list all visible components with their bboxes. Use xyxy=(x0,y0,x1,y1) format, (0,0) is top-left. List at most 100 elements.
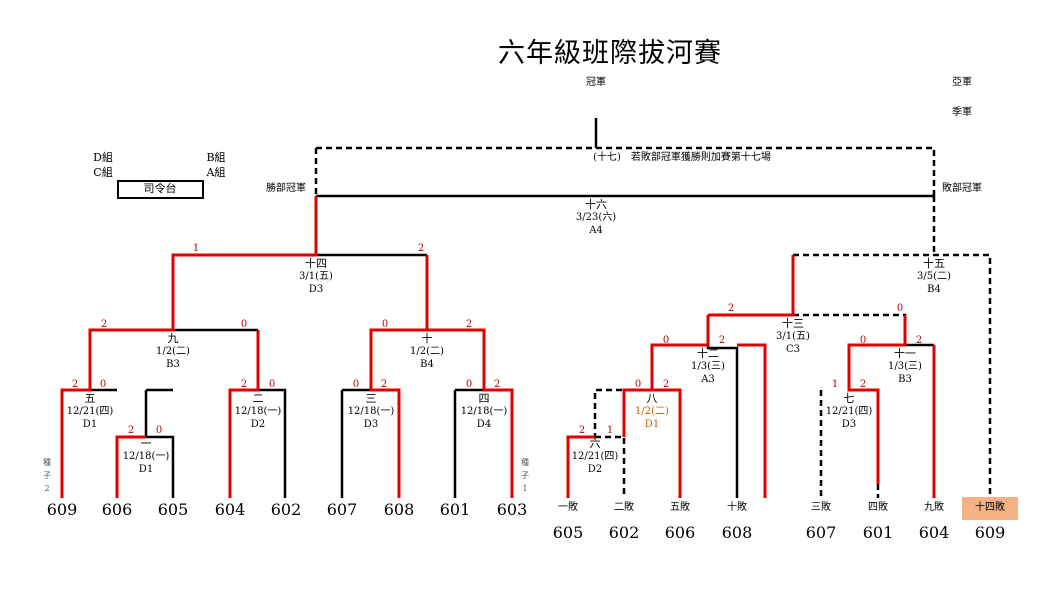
match-m16-date: 3/23(六) xyxy=(575,212,617,223)
team-slot-2: 606 xyxy=(101,500,133,519)
match-m11-date: 1/3(三) xyxy=(888,361,922,372)
match-m3-court: D3 xyxy=(363,419,379,430)
page-title: 六年級班際拔河賽 xyxy=(498,38,722,69)
match-m14-date: 3/1(五) xyxy=(299,271,333,282)
score-m12-left: 0 xyxy=(662,335,670,346)
match-m4-date: 12/18(一) xyxy=(460,406,508,417)
match-m6-court: D2 xyxy=(587,464,603,475)
bracket-dashed-lines xyxy=(314,146,992,498)
match-m11-name: 十一 xyxy=(894,347,916,360)
match-m12-name: 十二 xyxy=(697,347,719,360)
score-m1-left: 2 xyxy=(127,425,135,436)
match-m10-name: 十 xyxy=(421,332,433,345)
loser-slot-1: 一敗 xyxy=(558,502,578,513)
champion-label: 冠軍 xyxy=(586,77,606,88)
match-m10-date: 1/2(二) xyxy=(410,346,444,357)
loser-team-5: 607 xyxy=(805,523,837,542)
score-m4-left: 0 xyxy=(465,379,473,390)
score-m11-right: 2 xyxy=(915,335,923,346)
match-m5-date: 12/21(四) xyxy=(66,406,114,417)
score-m9-left: 2 xyxy=(100,319,108,330)
podium-box xyxy=(117,180,204,199)
match-m15-name: 十五 xyxy=(923,257,945,270)
match-m8-name: 八 xyxy=(646,392,658,405)
match-m1-name: 一 xyxy=(140,437,152,450)
score-m1-right: 0 xyxy=(155,425,163,436)
c-group-label: C組 xyxy=(93,166,113,179)
loser-slot-6: 四敗 xyxy=(868,502,888,513)
match-m2-court: D2 xyxy=(250,419,266,430)
seed-right-label: 種子1 xyxy=(521,458,529,493)
match-m3-date: 12/18(一) xyxy=(347,406,395,417)
loser-slot-8: 十四敗 xyxy=(975,502,1005,513)
loser-team-2: 602 xyxy=(608,523,640,542)
match-m2-name: 二 xyxy=(252,392,264,405)
team-slot-3: 605 xyxy=(157,500,189,519)
match-m4-court: D4 xyxy=(476,419,492,430)
match-m6-name: 六 xyxy=(589,437,601,450)
match-m9-date: 1/2(二) xyxy=(156,346,190,357)
match-m7-court: D3 xyxy=(841,419,857,430)
team-slot-9: 603 xyxy=(496,500,528,519)
loser-team-6: 601 xyxy=(862,523,894,542)
score-m14-right: 2 xyxy=(417,243,425,254)
score-m4-right: 2 xyxy=(493,379,501,390)
match-m7-name: 七 xyxy=(843,392,855,405)
team-slot-4: 604 xyxy=(214,500,246,519)
match-m8-court: D1 xyxy=(644,419,660,430)
match-m2-date: 12/18(一) xyxy=(234,406,282,417)
match-m7-date: 12/21(四) xyxy=(825,406,873,417)
team-slot-8: 601 xyxy=(439,500,471,519)
match-m14-name: 十四 xyxy=(305,257,327,270)
score-m9-right: 0 xyxy=(240,319,248,330)
loser-slot-2: 二敗 xyxy=(614,502,634,513)
match-m15-court: B4 xyxy=(927,284,941,295)
match-m5-name: 五 xyxy=(84,392,96,405)
match-m10-court: B4 xyxy=(420,359,434,370)
score-m3-right: 2 xyxy=(380,379,388,390)
score-m14-left: 1 xyxy=(192,243,200,254)
b-group-label: B組 xyxy=(206,151,226,164)
extra-game-note: (十七) 若敗部冠軍獲勝則加賽第十七場 xyxy=(593,152,771,163)
score-m13-right: 0 xyxy=(896,303,904,314)
winners-final-label: 勝部冠軍 xyxy=(266,183,306,194)
loser-slot-5: 三敗 xyxy=(811,502,831,513)
team-slot-6: 607 xyxy=(326,500,358,519)
score-m12-right: 2 xyxy=(718,335,726,346)
match-m16-court: A4 xyxy=(589,225,603,236)
score-m6-right: 1 xyxy=(606,425,614,436)
third-place-label: 季軍 xyxy=(952,107,972,118)
score-m2-right: 0 xyxy=(268,379,276,390)
match-m13-name: 十三 xyxy=(782,317,804,330)
score-m5-left: 2 xyxy=(71,379,79,390)
match-m12-date: 1/3(三) xyxy=(691,361,725,372)
score-m7-left: 1 xyxy=(831,379,839,390)
match-m9-court: B3 xyxy=(166,359,180,370)
loser-slot-7: 九敗 xyxy=(924,502,944,513)
winner-paths xyxy=(60,196,936,498)
fourteenth-loser-highlight xyxy=(962,497,1018,520)
match-m3-name: 三 xyxy=(365,392,377,405)
match-m13-court: C3 xyxy=(785,344,801,355)
match-m13-date: 3/1(五) xyxy=(776,331,810,342)
score-m10-left: 0 xyxy=(381,319,389,330)
match-m15-date: 3/5(二) xyxy=(917,271,951,282)
seed-left-label: 種子2 xyxy=(43,458,51,493)
loser-team-7: 604 xyxy=(918,523,950,542)
loser-slot-3: 五敗 xyxy=(670,502,690,513)
match-m8-date: 1/2(二) xyxy=(635,406,669,417)
match-m9-name: 九 xyxy=(167,332,179,345)
losers-final-label: 敗部冠軍 xyxy=(942,183,982,194)
match-m1-court: D1 xyxy=(138,464,154,475)
team-slot-5: 602 xyxy=(270,500,302,519)
score-m8-right: 2 xyxy=(662,379,670,390)
loser-team-4: 608 xyxy=(721,523,753,542)
loser-team-3: 606 xyxy=(664,523,696,542)
a-group-label: A組 xyxy=(206,166,226,179)
score-m5-right: 0 xyxy=(99,379,107,390)
team-slot-7: 608 xyxy=(383,500,415,519)
runner-up-label: 亞軍 xyxy=(952,77,972,88)
match-m14-court: D3 xyxy=(308,284,324,295)
match-m16-name: 十六 xyxy=(585,198,607,211)
loser-slot-4: 十敗 xyxy=(727,502,747,513)
